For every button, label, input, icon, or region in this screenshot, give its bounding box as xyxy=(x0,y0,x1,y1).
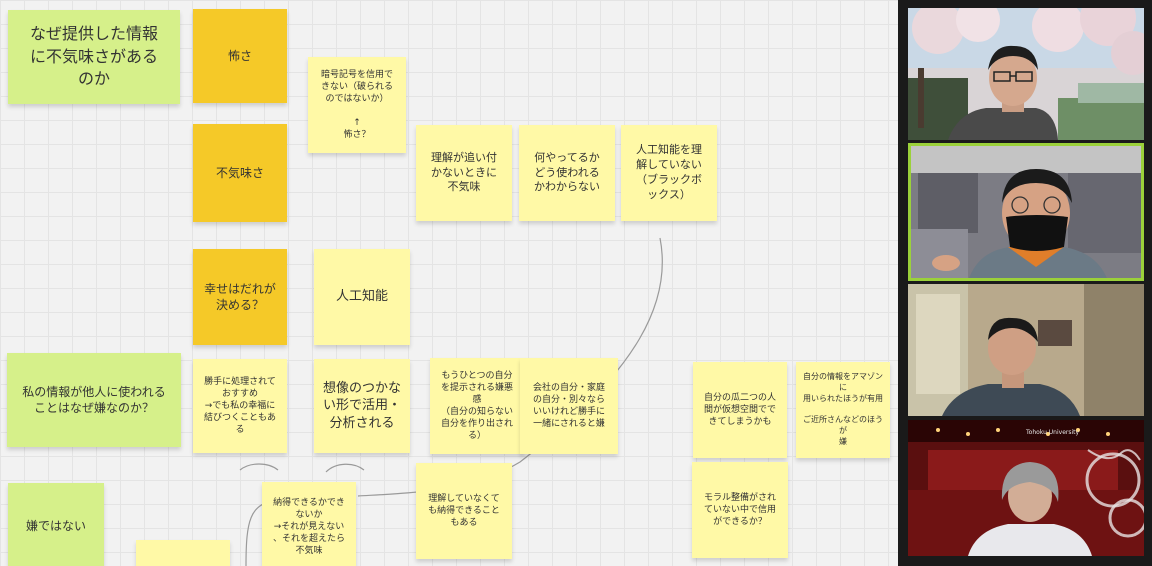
active-speaker-border xyxy=(908,143,1144,281)
sticky-note-acceptance[interactable]: 納得できるかでき ないか →それが見えない 、それを超えたら 不気味 xyxy=(262,482,356,566)
sticky-note-uncanny[interactable]: 不気味さ xyxy=(193,124,287,222)
sticky-note-unimaginable-use[interactable]: 想像のつかな い形で活用・ 分析される xyxy=(314,359,410,453)
participant-video-3[interactable] xyxy=(908,284,1144,416)
sticky-note-who-decides-happiness[interactable]: 幸せはだれが 決める？ xyxy=(193,249,287,345)
participant-video-2-frame xyxy=(908,143,1144,281)
bracket-right xyxy=(325,463,365,473)
sticky-note-acceptance-without-understanding[interactable]: 理解していなくて も納得できること もある xyxy=(416,463,512,559)
sticky-note-amazon-vs-neighbors[interactable]: 自分の情報をアマゾンに 用いられたほうが有用 ご近所さんなどのほうが 嫌 xyxy=(796,362,890,458)
sticky-note-unknown-usage[interactable]: 何やってるか どう使われる かわからない xyxy=(519,125,615,221)
sticky-note-why-dislike[interactable]: 私の情報が他人に使われる ことはなぜ嫌なのか？ xyxy=(7,353,181,447)
sticky-note-virtual-twin[interactable]: 自分の瓜二つの人 間が仮想空間でで きてしまうかも xyxy=(693,362,787,458)
participant-video-4-frame: Tohoku University xyxy=(908,420,1144,556)
participant-video-4[interactable]: Tohoku University xyxy=(908,420,1144,556)
sticky-note-recommendation[interactable]: 勝手に処理されて おすすめ →でも私の幸福に 結びつくこともあ る xyxy=(193,359,287,453)
sticky-note-ai-black-box[interactable]: 人工知能を理 解していない （ブラックボ ックス） xyxy=(621,125,717,221)
participant-video-1-frame xyxy=(908,8,1144,140)
whiteboard-canvas[interactable]: なぜ提供した情報 に不気味さがある のか 怖さ 暗号記号を信用で きない（破られ… xyxy=(0,0,898,566)
participant-video-1[interactable] xyxy=(908,8,1144,140)
sticky-note-partial[interactable] xyxy=(136,540,230,566)
sticky-note-fear[interactable]: 怖さ xyxy=(193,9,287,103)
sticky-note-ai[interactable]: 人工知能 xyxy=(314,249,410,345)
virtual-background-caption: Tohoku University xyxy=(1025,429,1080,436)
sticky-note-question-title[interactable]: なぜ提供した情報 に不気味さがある のか xyxy=(8,10,180,104)
sticky-note-not-disliked[interactable]: 嫌ではない xyxy=(8,483,104,566)
participant-video-2-active-speaker[interactable] xyxy=(908,143,1144,281)
sticky-note-another-self[interactable]: もうひとつの自分 を提示される嫌悪 感 （自分の知らない 自分を作り出され る） xyxy=(430,358,524,454)
wall-picture xyxy=(1038,320,1072,346)
participant-video-3-frame xyxy=(908,284,1144,416)
video-participants-panel: Tohoku University xyxy=(898,0,1152,566)
sticky-note-moral-trust[interactable]: モラル整備がされ ていない中で信用 ができるか？ xyxy=(692,462,788,558)
sticky-note-company-home-self[interactable]: 会社の自分・家庭 の自分・別々なら いいけれど勝手に 一緒にされると嫌 xyxy=(520,358,618,454)
sticky-note-understanding-lag[interactable]: 理解が追い付 かないときに 不気味 xyxy=(416,125,512,221)
bracket-left xyxy=(239,463,279,471)
sticky-note-encryption-distrust[interactable]: 暗号記号を信用で きない（破られる のではないか） ↑ 怖さ？ xyxy=(308,57,406,153)
